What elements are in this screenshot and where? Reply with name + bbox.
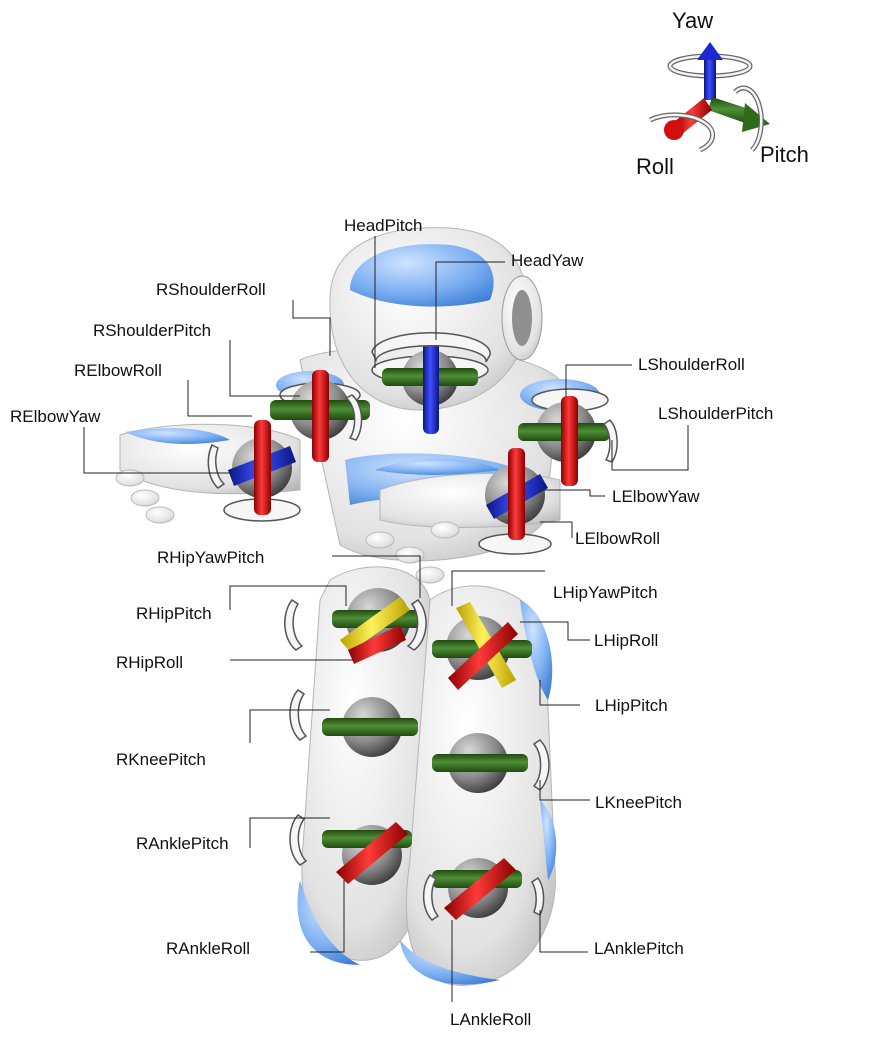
- joint-left-shoulder: [518, 388, 610, 486]
- joint-right-ankle: [322, 822, 412, 885]
- label-r-hip-roll: RHipRoll: [116, 653, 183, 672]
- joint-left-knee: [432, 733, 528, 793]
- roll-axis-label: Roll: [636, 154, 674, 179]
- label-l-elbow-roll: LElbowRoll: [575, 529, 660, 548]
- label-r-ankle-roll: RAnkleRoll: [166, 939, 250, 958]
- left-hand-fingers: [365, 521, 460, 584]
- leader-lines: [83, 236, 689, 1002]
- label-head-yaw: HeadYaw: [511, 251, 584, 270]
- label-l-hip-yaw-pitch: LHipYawPitch: [553, 583, 658, 602]
- label-l-hip-roll: LHipRoll: [594, 631, 658, 650]
- label-r-hip-pitch: RHipPitch: [136, 604, 212, 623]
- joints: [223, 338, 610, 920]
- label-l-knee-pitch: LKneePitch: [595, 793, 682, 812]
- label-l-shoulder-roll: LShoulderRoll: [638, 355, 745, 374]
- label-l-shoulder-pitch: LShoulderPitch: [658, 404, 773, 423]
- joint-head: [371, 338, 489, 434]
- right-hand-fingers: [115, 469, 175, 524]
- yaw-axis-label: Yaw: [672, 8, 713, 33]
- joint-left-ankle: [432, 858, 522, 920]
- joint-labels: HeadPitch HeadYaw RShoulderRoll RShoulde…: [10, 216, 773, 1029]
- joint-left-hip: [432, 602, 532, 690]
- label-r-shoulder-roll: RShoulderRoll: [156, 280, 266, 299]
- label-r-shoulder-pitch: RShoulderPitch: [93, 321, 211, 340]
- label-l-hip-pitch: LHipPitch: [595, 696, 668, 715]
- joint-right-hip: [332, 588, 424, 664]
- label-r-knee-pitch: RKneePitch: [116, 750, 206, 769]
- joint-right-elbow: [223, 420, 301, 522]
- joint-right-shoulder: [270, 370, 370, 462]
- head-top-shell: [350, 244, 494, 307]
- label-r-elbow-roll: RElbowRoll: [74, 361, 162, 380]
- pitch-axis-label: Pitch: [760, 142, 809, 167]
- rotation-arrow-icons: [207, 332, 618, 921]
- label-head-pitch: HeadPitch: [344, 216, 422, 235]
- label-l-ankle-roll: LAnkleRoll: [450, 1010, 531, 1029]
- label-r-hip-yaw-pitch: RHipYawPitch: [157, 548, 264, 567]
- label-r-elbow-yaw: RElbowYaw: [10, 407, 101, 426]
- yaw-axis-arrow-icon: [697, 42, 723, 100]
- label-r-ankle-pitch: RAnklePitch: [136, 834, 229, 853]
- joint-left-elbow: [478, 448, 552, 555]
- roll-axis-arrow-icon: [664, 98, 712, 140]
- axis-legend: Yaw Roll Pitch: [636, 8, 809, 179]
- label-l-ankle-pitch: LAnklePitch: [594, 939, 684, 958]
- label-l-elbow-yaw: LElbowYaw: [612, 487, 700, 506]
- joint-right-knee: [322, 697, 418, 757]
